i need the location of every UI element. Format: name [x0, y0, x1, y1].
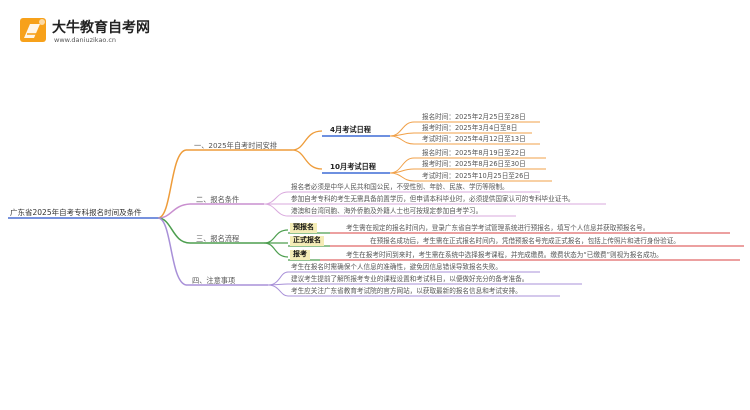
- branch-conditions: 二、报名条件: [196, 195, 240, 204]
- connector-october-2: [389, 168, 415, 174]
- brand-logo-icon: [20, 18, 46, 42]
- october-exam-time: 考试时间：2025年10月25日至26日: [422, 172, 530, 180]
- connector-branch-4: [157, 217, 187, 286]
- process-step-text: 考生需在规定的报名时间内，登录广东省自学考试管理系统进行预报名，填写个人信息并获…: [346, 224, 650, 232]
- process-tag-apply: 报考: [290, 250, 310, 260]
- april-registration-time: 报名时间：2025年2月25日至28日: [422, 113, 526, 121]
- connector-process-3: [263, 242, 289, 258]
- branch-schedule: 一、2025年自考时间安排: [194, 141, 277, 150]
- connector-april-3: [389, 135, 415, 145]
- connector-branch-1: [157, 149, 187, 219]
- connector-condition-3: [263, 203, 289, 217]
- connector-october: [291, 149, 323, 170]
- connector-note-1: [267, 271, 289, 286]
- connector-april-2: [389, 132, 415, 137]
- connector-branch-2: [157, 203, 191, 219]
- condition-item: 港澳和台湾同胞、海外侨胞及外籍人士也可按规定参加自考学习。: [291, 207, 483, 215]
- connector-condition-1: [263, 191, 289, 205]
- connector-process-1: [263, 229, 289, 244]
- connector-april: [291, 130, 323, 151]
- october-registration-time: 报名时间：2025年8月19日至22日: [422, 149, 526, 157]
- process-step-text: 考生在报考时间到来时，考生需在系统中选择报考课程，并完成缴费。缴费状态为“已缴费…: [346, 251, 663, 259]
- april-application-time: 报考时间：2025年3月4日至8日: [422, 124, 518, 132]
- process-tag-preregister: 预报名: [290, 223, 317, 233]
- note-item: 考生在报名时需确保个人信息的准确性，避免因信息错误导致报名失败。: [291, 263, 502, 271]
- connector-october-3: [389, 172, 415, 182]
- note-item: 建议考生提前了解所报考专业的课程设置和考试科目，以便做好充分的备考准备。: [291, 275, 529, 283]
- condition-item: 参加自考专科的考生无需具备前置学历，但申请本科毕业时，必须提供国家认可的专科毕业…: [291, 195, 575, 203]
- process-step-text: 在预报名成功后，考生需在正式报名时间内，凭借预报名号完成正式报名，包括上传照片和…: [370, 237, 680, 245]
- branch-notes: 四、注意事项: [192, 276, 236, 285]
- october-application-time: 报考时间：2025年8月26日至30日: [422, 160, 526, 168]
- connector-april-1: [389, 121, 415, 137]
- branch-process: 三、报名流程: [196, 234, 240, 243]
- process-tag-register: 正式报名: [290, 236, 324, 246]
- april-exam-time: 考试时间：2025年4月12日至13日: [422, 135, 526, 143]
- april-schedule-label: 4月考试日程: [330, 125, 371, 134]
- brand-name: 大牛教育自考网: [52, 20, 150, 36]
- october-schedule-label: 10月考试日程: [330, 162, 376, 171]
- note-item: 考生应关注广东省教育考试院的官方网站，以获取最新的报名信息和考试安排。: [291, 287, 522, 295]
- condition-item: 报名者必须是中华人民共和国公民，不受性别、年龄、民族、学历等限制。: [291, 183, 509, 191]
- root-topic: 广东省2025年自考专科报名时间及条件: [10, 208, 142, 217]
- brand-url: www.daniuzikao.cn: [54, 36, 117, 44]
- connector-note-3: [267, 284, 289, 297]
